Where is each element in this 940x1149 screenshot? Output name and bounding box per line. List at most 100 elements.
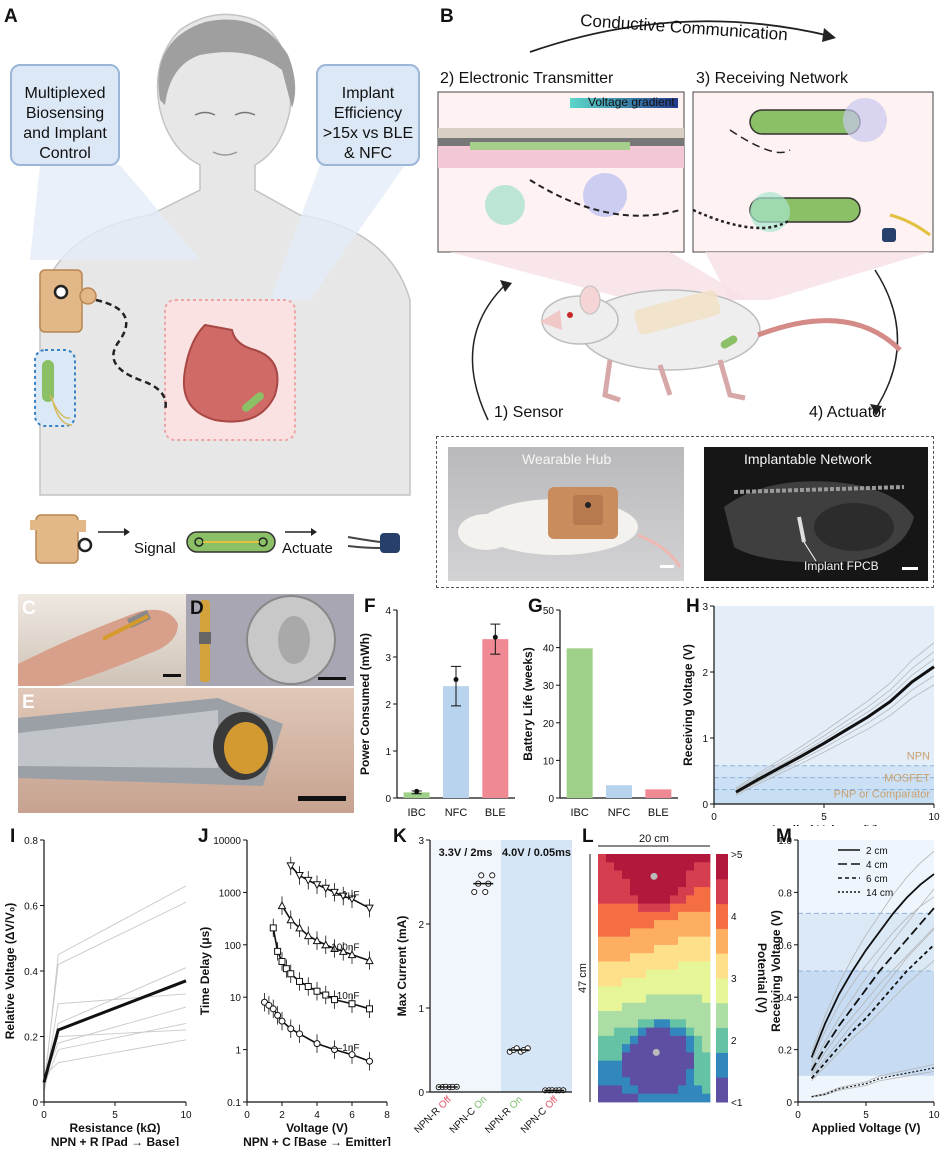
heatmap-cell — [670, 895, 679, 904]
photo-e-needle — [18, 688, 354, 813]
heatmap-cell — [614, 1093, 623, 1103]
heatmap-cell — [622, 994, 631, 1004]
heatmap-cell — [702, 1027, 711, 1037]
heatmap-cell — [702, 878, 711, 888]
y-axis-label: Time Delay (μs) — [198, 927, 212, 1016]
heatmap-cell — [654, 911, 663, 921]
heatmap-cell — [646, 969, 655, 979]
y-tick-label: 3 — [385, 653, 391, 664]
colorbar-segment — [716, 1052, 728, 1078]
heatmap-cell — [694, 1060, 703, 1070]
heatmap-cell — [694, 1011, 703, 1020]
heatmap-cell — [678, 1093, 687, 1103]
heatmap-cell — [670, 953, 679, 962]
heatmap-cell — [622, 1044, 631, 1053]
heatmap-cell — [646, 854, 655, 863]
x-tick-label: 10 — [928, 812, 940, 823]
heatmap-cell — [662, 1093, 671, 1103]
heatmap-cell — [614, 969, 623, 979]
heatmap-cell — [662, 911, 671, 921]
heatmap-cell — [670, 854, 679, 863]
data-point — [347, 895, 357, 904]
heatmap-cell — [670, 969, 679, 979]
heatmap-cell — [678, 1035, 687, 1045]
replicate-trace — [43, 1022, 187, 1086]
heatmap-cell — [686, 1085, 695, 1095]
heatmap-cell — [670, 1011, 679, 1020]
heatmap-cell — [670, 1085, 679, 1095]
heatmap-cell — [702, 862, 711, 871]
heatmap-cell — [646, 1019, 655, 1028]
heatmap-cell — [670, 928, 679, 938]
heatmap-cell — [678, 878, 687, 888]
heatmap-cell — [614, 862, 623, 871]
implantable-network-photo: Implantable Network Implant FPCB — [704, 447, 928, 581]
series-line — [810, 873, 935, 1058]
heatmap-cell — [646, 961, 655, 971]
heatmap-cell — [622, 944, 631, 954]
heatmap-cell — [614, 1035, 623, 1045]
heatmap-cell — [702, 978, 711, 987]
heatmap-cell — [654, 944, 663, 954]
heatmap-cell — [678, 911, 687, 921]
heatmap-cell — [630, 953, 639, 962]
data-point — [265, 1001, 273, 1009]
heatmap-cell — [702, 928, 711, 938]
heatmap-cell — [670, 1002, 679, 1012]
data-point — [313, 987, 321, 995]
replicate-trace — [735, 658, 935, 792]
panel-letter-f: F — [364, 596, 376, 617]
heatmap-cell — [670, 903, 679, 913]
heatmap-cell — [694, 1085, 703, 1095]
heatmap-cell — [686, 1035, 695, 1045]
heatmap-cell — [646, 1011, 655, 1020]
heatmap-cell — [630, 928, 639, 938]
heatmap-cell — [606, 878, 615, 888]
heatmap-cell — [646, 1027, 655, 1037]
heatmap-cell — [654, 1060, 663, 1070]
x-axis-label: Resistance (kΩ) — [70, 1121, 161, 1135]
bubble-multiplexed-biosensing: Multiplexed Biosensing and Implant Contr… — [10, 64, 120, 166]
data-point — [471, 888, 478, 896]
heatmap-cell — [686, 994, 695, 1004]
heatmap-cell — [702, 870, 711, 880]
heatmap-cell — [694, 961, 703, 971]
y-tick-label: 2 — [702, 668, 708, 679]
heatmap-cell — [662, 862, 671, 871]
heatmap-cell — [654, 1027, 663, 1037]
heatmap-cell — [702, 1011, 711, 1020]
heatmap-cell — [630, 1027, 639, 1037]
data-point — [321, 940, 331, 949]
series-line — [810, 907, 935, 1072]
data-point — [303, 931, 313, 940]
heatmap-cell — [670, 1093, 679, 1103]
data-point — [287, 970, 295, 978]
heatmap-cell — [630, 994, 639, 1004]
heatmap-cell — [686, 1011, 695, 1020]
heatmap-cell — [670, 1035, 679, 1045]
data-point — [313, 1040, 321, 1048]
heatmap-cell — [606, 978, 615, 987]
data-point — [414, 788, 420, 794]
heatmap-cell — [622, 862, 631, 871]
heatmap-cell — [670, 1052, 679, 1062]
heatmap-cell — [694, 944, 703, 954]
data-point — [330, 943, 339, 952]
heatmap-cell — [622, 936, 631, 946]
heatmap-cell — [678, 936, 687, 946]
replicate-trace — [811, 888, 935, 1068]
panel-letter-a: A — [4, 6, 18, 27]
heatmap-cell — [630, 1035, 639, 1045]
heatmap-cell — [622, 1027, 631, 1037]
heatmap-cell — [630, 920, 639, 929]
heatmap-cell — [606, 953, 615, 962]
heatmap-cell — [622, 895, 631, 904]
heatmap-cell — [630, 978, 639, 987]
legend-label: 2 cm — [866, 846, 888, 857]
wearable-hub-label: Wearable Hub — [522, 451, 612, 467]
heatmap-cell — [670, 936, 679, 946]
heatmap-cell — [678, 1068, 687, 1078]
heatmap-cell — [646, 1093, 655, 1103]
heatmap-cell — [694, 920, 703, 929]
panel-b-illustration — [437, 20, 934, 421]
